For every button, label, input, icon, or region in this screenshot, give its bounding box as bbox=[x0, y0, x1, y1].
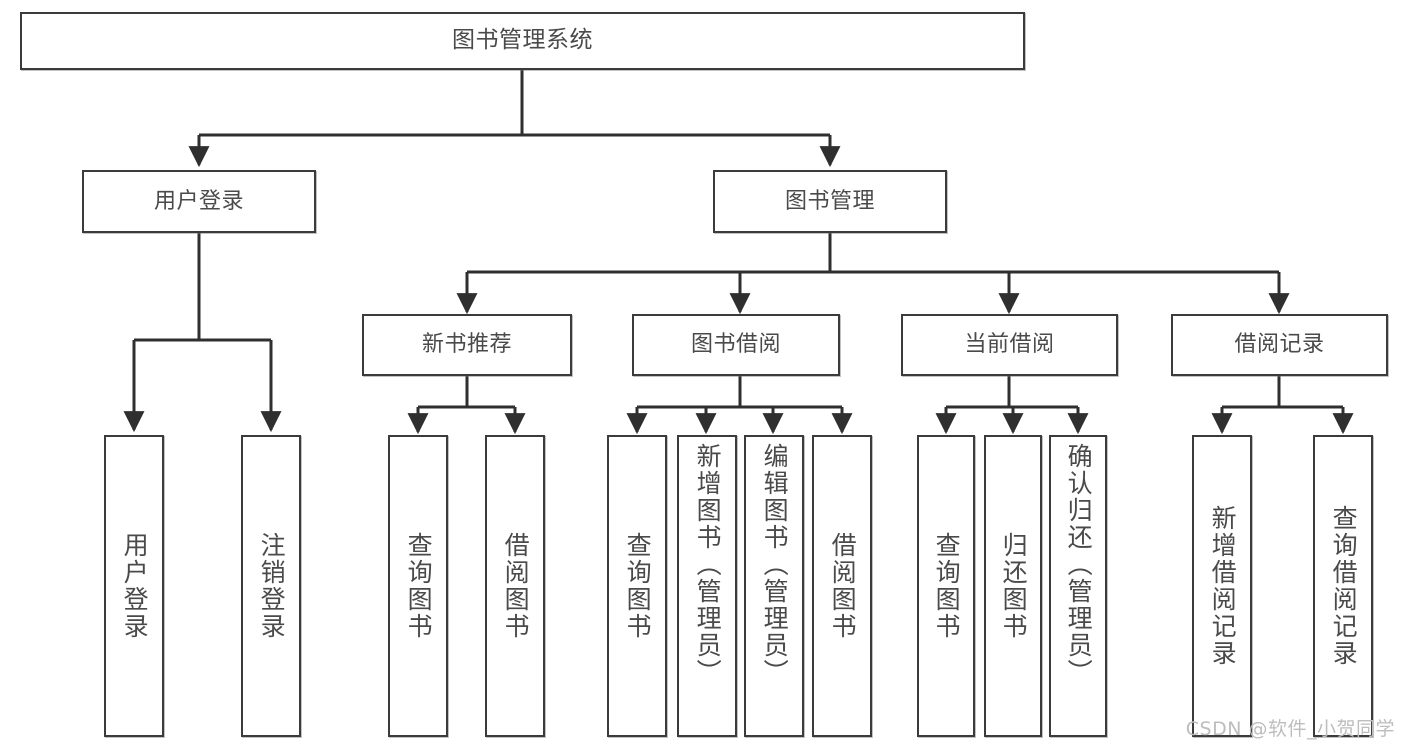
leaf-add-borrow-record[interactable]: 新增借阅记录 bbox=[1192, 435, 1252, 737]
node-label: 用户登录 bbox=[153, 188, 244, 214]
node-label: 图书管理 bbox=[784, 188, 875, 214]
node-new-book-recommend[interactable]: 新书推荐 bbox=[362, 314, 572, 376]
node-label: 借阅图书 bbox=[828, 532, 858, 640]
node-label: 用户登录 bbox=[120, 532, 150, 640]
leaf-user-login[interactable]: 用户登录 bbox=[104, 435, 164, 737]
leaf-return-book[interactable]: 归还图书 bbox=[984, 435, 1042, 737]
node-label: 新书推荐 bbox=[421, 332, 512, 358]
node-label: 图书借阅 bbox=[690, 332, 781, 358]
node-label: 查询图书 bbox=[932, 532, 962, 640]
leaf-logout[interactable]: 注销登录 bbox=[241, 435, 301, 737]
node-label: 当前借阅 bbox=[964, 332, 1055, 358]
node-label: 新增借阅记录 bbox=[1208, 505, 1238, 667]
leaf-query-borrow-record[interactable]: 查询借阅记录 bbox=[1313, 435, 1373, 737]
node-label: 注销登录 bbox=[257, 532, 287, 640]
leaf-query-book-recommend[interactable]: 查询图书 bbox=[388, 435, 448, 737]
node-label: 归还图书 bbox=[999, 532, 1029, 640]
leaf-query-book-current[interactable]: 查询图书 bbox=[917, 435, 975, 737]
node-borrow-records[interactable]: 借阅记录 bbox=[1171, 314, 1388, 376]
node-label: 借阅图书 bbox=[501, 532, 531, 640]
node-book-borrow[interactable]: 图书借阅 bbox=[632, 314, 840, 376]
csdn-watermark: CSDN @软件_小贺同学 bbox=[1185, 718, 1395, 740]
leaf-query-book-borrow[interactable]: 查询图书 bbox=[607, 435, 667, 737]
node-label: 新增图书（管理员） bbox=[693, 443, 723, 686]
node-user-login[interactable]: 用户登录 bbox=[82, 170, 316, 233]
node-book-management[interactable]: 图书管理 bbox=[713, 170, 947, 233]
leaf-edit-book-admin[interactable]: 编辑图书（管理员） bbox=[744, 435, 804, 737]
node-label: 编辑图书（管理员） bbox=[760, 443, 790, 686]
node-label: 查询图书 bbox=[404, 532, 434, 640]
leaf-borrow-book-recommend[interactable]: 借阅图书 bbox=[485, 435, 545, 737]
leaf-confirm-return-admin[interactable]: 确认归还（管理员） bbox=[1049, 435, 1107, 737]
node-label: 图书管理系统 bbox=[452, 27, 593, 54]
node-label: 确认归还（管理员） bbox=[1064, 443, 1094, 686]
leaf-add-book-admin[interactable]: 新增图书（管理员） bbox=[677, 435, 737, 737]
leaf-borrow-book[interactable]: 借阅图书 bbox=[812, 435, 872, 737]
node-label: 借阅记录 bbox=[1234, 332, 1325, 358]
node-label: 查询借阅记录 bbox=[1329, 505, 1359, 667]
node-current-borrow[interactable]: 当前借阅 bbox=[901, 314, 1118, 376]
node-root-book-management-system[interactable]: 图书管理系统 bbox=[20, 12, 1025, 70]
node-label: 查询图书 bbox=[623, 532, 653, 640]
